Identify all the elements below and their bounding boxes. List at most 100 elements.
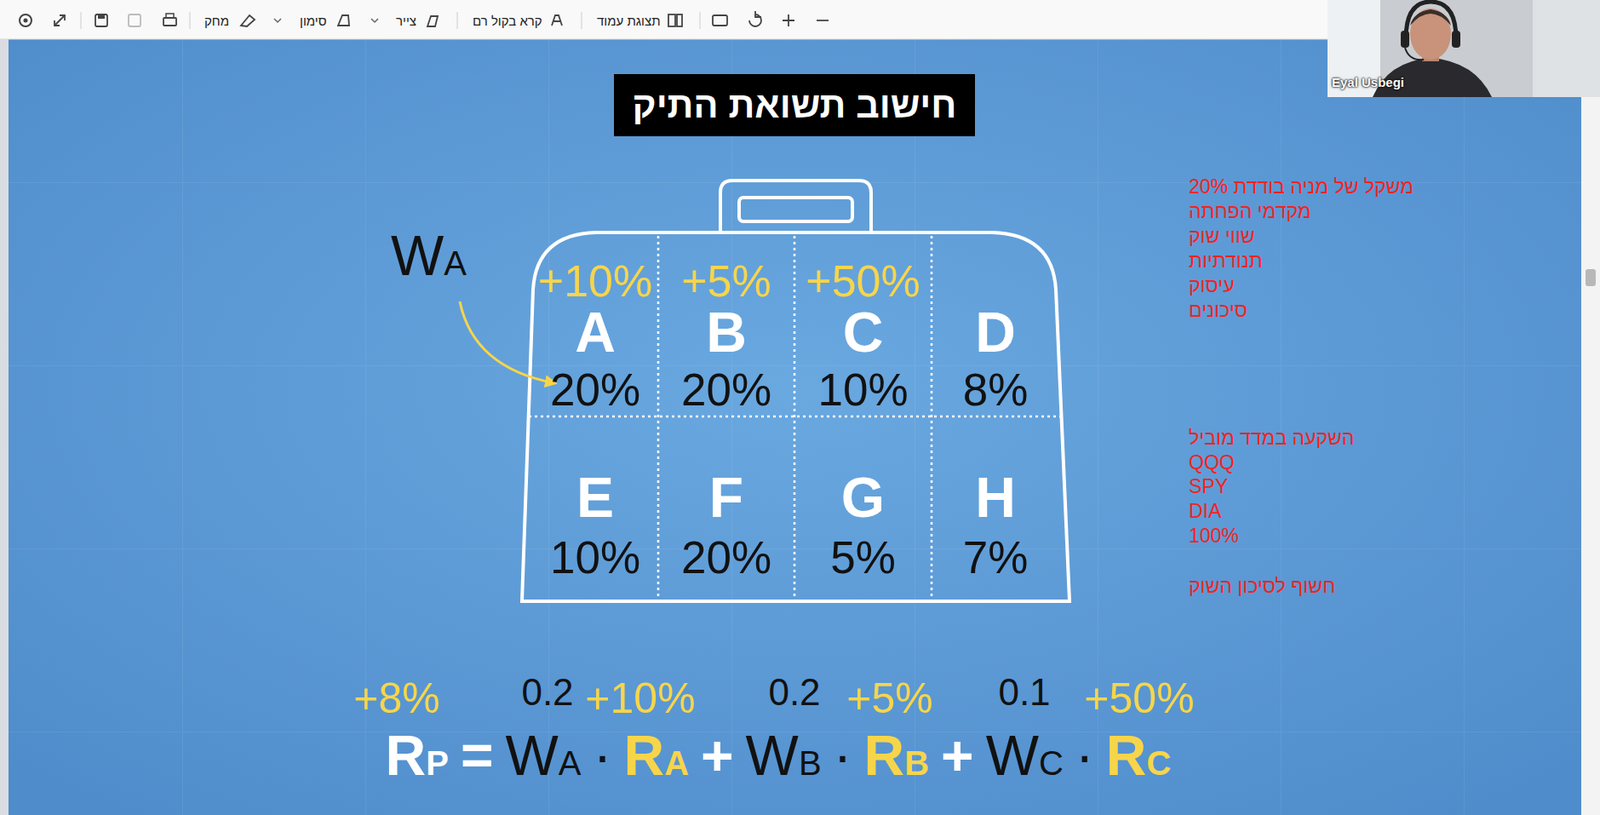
- formula-operator: =: [460, 727, 494, 784]
- participant-name: Eyal Usbegi: [1331, 75, 1405, 89]
- slide-graphic: [676, 14, 683, 27]
- formula-term: WB: [745, 727, 822, 784]
- slide-ground: [8, 39, 1582, 815]
- slide-graphic: [371, 18, 379, 23]
- formula-operator: ·: [833, 727, 853, 784]
- slide-graphic: [528, 415, 1063, 419]
- slide-graphic: [95, 14, 108, 27]
- stock-letter: D: [974, 303, 1016, 361]
- return-value: +5%: [846, 676, 933, 720]
- portfolio-cell: +5%B 20%: [658, 236, 795, 417]
- formula-row: RP=WA·RA+WB·RB+WC·RC: [385, 727, 1172, 784]
- slide-title: חישוב תשואת התיק: [632, 86, 958, 125]
- handwritten-note: שווי שוק: [1188, 226, 1255, 247]
- stock-letter: F: [709, 469, 744, 526]
- weight-percent: 20%: [550, 367, 641, 413]
- return-value: +50%: [1083, 676, 1194, 720]
- weight-percent: 5%: [830, 534, 896, 580]
- weight-percent: 20%: [681, 534, 772, 580]
- formula-operator: ·: [592, 727, 612, 784]
- slide-graphic: [189, 11, 191, 29]
- stock-letter: E: [576, 469, 614, 526]
- slide-graphic: [1405, 1, 1457, 40]
- slide-graphic: [1410, 9, 1451, 26]
- slide-graphic: [163, 17, 177, 26]
- slide-graphic: [793, 235, 797, 599]
- formula-operator: ·: [1075, 727, 1095, 784]
- formula-term: RB: [864, 727, 930, 784]
- handwritten-note: 100%: [1188, 526, 1239, 546]
- formula-term: WA: [505, 727, 582, 784]
- scroll-thumb: [1585, 269, 1596, 287]
- weight-percent: 10%: [817, 367, 908, 413]
- return-value: +5%: [681, 258, 772, 304]
- stock-letter: G: [841, 469, 885, 526]
- handwritten-note: DIA: [1188, 501, 1222, 522]
- return-value: +50%: [805, 258, 920, 304]
- slide-graphic: [23, 18, 29, 23]
- handwritten-note: עיסוק: [1188, 275, 1235, 296]
- handwritten-note: SPY: [1188, 476, 1228, 497]
- handwritten-note: סיכונים: [1188, 300, 1248, 321]
- toolbar-label: תצוגת עמוד: [596, 14, 661, 28]
- slide-graphic: [457, 11, 459, 29]
- formula-term: RP: [385, 727, 449, 784]
- toolbar-label: מחק: [204, 14, 230, 28]
- slide-graphic: [581, 11, 583, 29]
- handwritten-note: תנודתיות: [1188, 251, 1263, 271]
- weight-percent: 8%: [963, 367, 1029, 413]
- toolbar-label: קרא בקול רם: [472, 14, 543, 28]
- weight-value: 0.2: [521, 673, 574, 712]
- handwritten-note: השקעה במדד מוביל: [1188, 428, 1354, 448]
- slide-graphic: [668, 14, 676, 27]
- slide-graphic: [528, 235, 1063, 599]
- slide-graphic: [1400, 30, 1410, 48]
- handwritten-note: מקדמי הפחתה: [1188, 201, 1312, 222]
- toolbar-label: סימון: [299, 14, 327, 28]
- slide-graphic: [338, 15, 350, 26]
- portfolio-cell: H 7%: [931, 416, 1060, 598]
- slide-graphic: [521, 232, 1070, 602]
- slide-graphic: [240, 15, 255, 27]
- stock-letter: B: [705, 303, 747, 361]
- weight-value: 0.2: [768, 673, 821, 712]
- formula-term: RA: [623, 727, 689, 784]
- handwritten-note: משקל של מניה בודדת 20%: [1188, 177, 1414, 197]
- portfolio-cell: E10%: [532, 416, 659, 598]
- portfolio-cell: +10%A 20%: [532, 236, 659, 417]
- weight-symbol: WA: [390, 227, 467, 284]
- stock-letter: H: [974, 469, 1016, 526]
- slide-graphic: [739, 197, 853, 222]
- slide-graphic: [782, 14, 795, 27]
- handwritten-note: חשוף לסיכון השוק: [1188, 576, 1336, 597]
- briefcase-illustration: [521, 180, 1070, 602]
- slide-graphic: [1410, 8, 1451, 60]
- return-value: +8%: [353, 676, 440, 720]
- slide-graphic: [427, 16, 438, 27]
- slide-graphic: [1405, 47, 1424, 60]
- formula-operator: +: [700, 727, 735, 784]
- slide-graphic: [128, 14, 141, 27]
- weight-percent: 7%: [963, 534, 1029, 580]
- formula-term: RC: [1106, 727, 1172, 784]
- title-box: חישוב תשואת התיק: [613, 74, 976, 137]
- portfolio-cell: D 8%: [931, 236, 1060, 417]
- webcam-overlay: [1327, 0, 1600, 98]
- slide-graphic: [274, 18, 282, 23]
- slide-graphic: [712, 15, 728, 26]
- stock-letter: A: [574, 303, 616, 361]
- weight-percent: 20%: [681, 367, 772, 413]
- slide-graphic: [166, 13, 174, 18]
- return-value: +10%: [538, 258, 653, 304]
- formula-operator: +: [940, 727, 975, 784]
- weight-arrow: [459, 301, 556, 384]
- slide-graphic: [816, 19, 829, 22]
- slide-graphic: [551, 15, 563, 26]
- slide-graphic: [749, 11, 762, 27]
- handwritten-note: QQQ: [1188, 453, 1235, 473]
- slide-graphic: [1327, 0, 1600, 98]
- formula-term: WC: [986, 727, 1064, 784]
- slide-graphic: [1532, 0, 1600, 98]
- slide-graphic: [1451, 30, 1461, 48]
